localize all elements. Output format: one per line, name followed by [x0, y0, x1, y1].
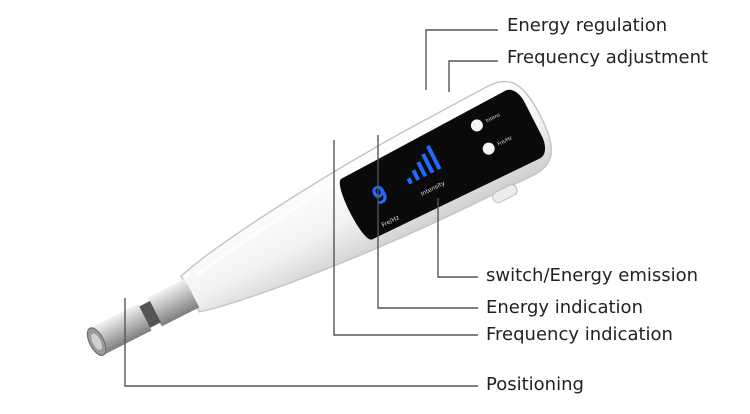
callout-energy-indication: Energy indication — [486, 297, 643, 318]
callout-energy-regulation: Energy regulation — [507, 15, 668, 36]
callout-positioning: Positioning — [486, 374, 584, 395]
callout-switch-energy-emission: switch/Energy emission — [486, 265, 699, 286]
intensity-bars — [406, 145, 442, 185]
energy-regulation-button[interactable] — [469, 117, 485, 133]
switch-button[interactable] — [491, 183, 519, 205]
callout-frequency-indication: Frequency indication — [486, 324, 673, 345]
callout-lines — [124, 29, 498, 387]
callout-frequency-adjustment: Frequency adjustment — [507, 47, 709, 68]
frequency-adjust-button[interactable] — [481, 141, 497, 157]
display-panel: 9 Fre/Hz Intensity Intens Fre/Hz — [339, 89, 546, 240]
metal-nozzle — [86, 278, 200, 356]
